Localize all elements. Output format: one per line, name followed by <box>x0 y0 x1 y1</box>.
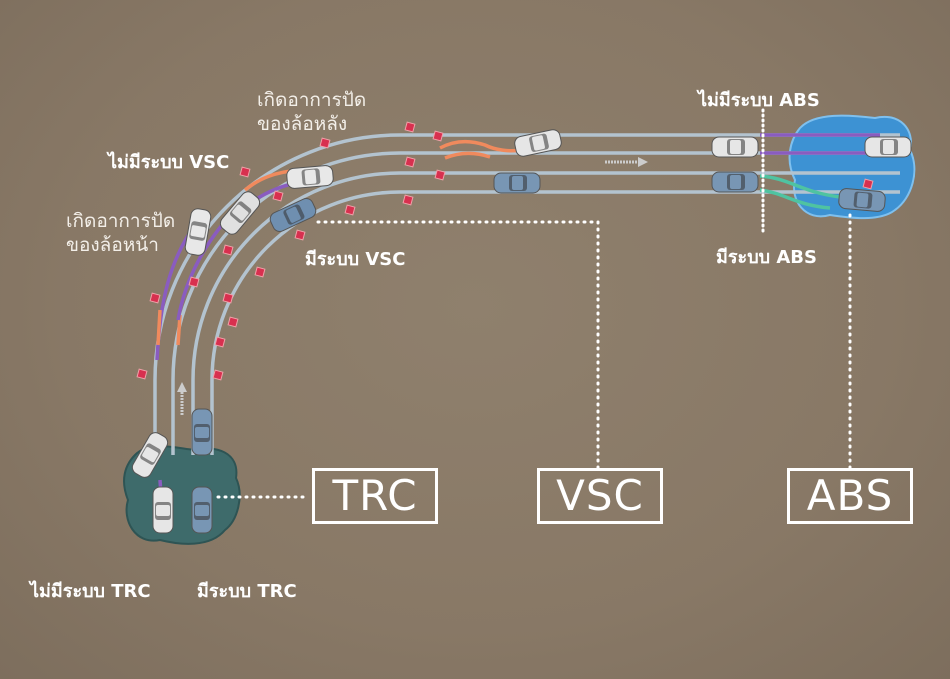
car-icon <box>191 486 213 534</box>
cone-marker <box>434 169 446 181</box>
direction-arrows <box>177 157 648 415</box>
car-icon <box>864 136 912 158</box>
cone-marker <box>136 368 148 380</box>
cone-marker <box>188 276 200 288</box>
cone-marker <box>227 316 239 328</box>
cone-marker <box>239 166 251 178</box>
vsc-box: VSC <box>537 468 663 524</box>
lane-3 <box>191 171 900 455</box>
label-with-trc: มีระบบ TRC <box>197 581 297 602</box>
car-icon <box>514 129 562 157</box>
cone-marker <box>222 292 234 304</box>
cone-marker <box>212 369 224 381</box>
cone-marker <box>862 178 874 190</box>
car-icon <box>191 408 213 456</box>
vsc-connector <box>316 220 600 470</box>
label-no-vsc: ไม่มีระบบ VSC <box>108 152 230 173</box>
label-no-abs: ไม่มีระบบ ABS <box>698 90 820 111</box>
label-with-vsc: มีระบบ VSC <box>305 249 406 270</box>
label-rear-skid: เกิดอาการปัด ของล้อหลัง <box>257 88 366 136</box>
cone-markers <box>136 121 874 381</box>
label-rear-skid-line1: เกิดอาการปัด <box>257 89 367 111</box>
car-icon <box>152 486 174 534</box>
cone-marker <box>404 121 416 133</box>
cone-marker <box>272 190 284 202</box>
abs-box: ABS <box>787 468 913 524</box>
cone-marker <box>222 244 234 256</box>
car-icon <box>493 172 541 194</box>
label-front-skid-line1: เกิดอาการปัด <box>66 210 176 232</box>
car-icon <box>184 208 212 256</box>
cone-marker <box>432 130 444 142</box>
cone-marker <box>149 292 161 304</box>
car-icon <box>269 198 317 232</box>
cone-marker <box>404 156 416 168</box>
car-icon <box>131 432 169 478</box>
label-front-skid-line2: ของล้อหน้า <box>66 234 159 256</box>
connector-lines <box>216 108 852 499</box>
cone-marker <box>254 266 266 278</box>
trc-box: TRC <box>312 468 438 524</box>
car-icon <box>711 171 759 193</box>
car-icon <box>711 136 759 158</box>
label-no-trc: ไม่มีระบบ TRC <box>30 581 151 602</box>
lane-4 <box>210 190 900 455</box>
car-icon <box>838 188 886 212</box>
label-rear-skid-line2: ของล้อหลัง <box>257 113 348 135</box>
cone-marker <box>402 194 414 206</box>
cars <box>131 129 912 534</box>
cone-marker <box>294 229 306 241</box>
cone-marker <box>319 137 331 149</box>
cone-marker <box>214 336 226 348</box>
car-icon <box>219 191 261 235</box>
cone-marker <box>344 204 356 216</box>
label-front-skid: เกิดอาการปัด ของล้อหน้า <box>66 209 175 257</box>
car-icon <box>286 165 334 189</box>
label-with-abs: มีระบบ ABS <box>716 247 817 268</box>
